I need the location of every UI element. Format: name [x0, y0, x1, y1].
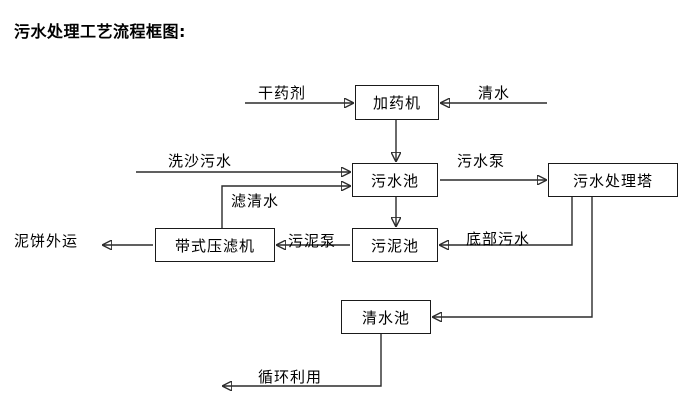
node-sewage-pool-label: 污水池: [370, 171, 419, 190]
edge-label-sand-wash-sewage: 洗沙污水: [168, 152, 233, 170]
edge-label-filtrate-water: 滤清水: [231, 192, 280, 210]
edge-label-clean-water-in: 清水: [478, 84, 511, 102]
node-clean-water-pool-label: 清水池: [361, 308, 410, 327]
node-sewage-pool[interactable]: 污水池: [352, 163, 438, 197]
node-belt-filter-press[interactable]: 带式压滤机: [155, 228, 275, 262]
wire-clean-water-pool-recycle: [223, 334, 382, 386]
wire-bottom-sewage-to-sludge-pool: [440, 197, 573, 245]
edge-label-sewage-pump: 污水泵: [457, 152, 506, 170]
node-sludge-pool-label: 污泥池: [370, 236, 419, 255]
node-dosing-machine[interactable]: 加药机: [355, 85, 439, 120]
edge-label-bottom-sewage: 底部污水: [466, 230, 531, 248]
node-dosing-machine-label: 加药机: [372, 94, 421, 112]
edge-label-recycle-reuse: 循环利用: [258, 368, 323, 386]
wire-tower-to-clean-water-pool: [433, 197, 593, 317]
edge-label-sludge-pump: 污泥泵: [288, 232, 337, 250]
node-treatment-tower[interactable]: 污水处理塔: [548, 163, 678, 197]
edge-label-mud-cake-out: 泥饼外运: [14, 232, 79, 250]
node-sludge-pool[interactable]: 污泥池: [352, 228, 438, 262]
diagram-title: 污水处理工艺流程框图:: [14, 22, 186, 41]
node-treatment-tower-label: 污水处理塔: [572, 171, 653, 190]
wire-filtrate-to-sewage-pool: [221, 186, 350, 228]
edge-label-dry-reagent: 干药剂: [258, 84, 307, 102]
node-clean-water-pool[interactable]: 清水池: [341, 300, 431, 334]
node-belt-filter-press-label: 带式压滤机: [174, 236, 255, 255]
